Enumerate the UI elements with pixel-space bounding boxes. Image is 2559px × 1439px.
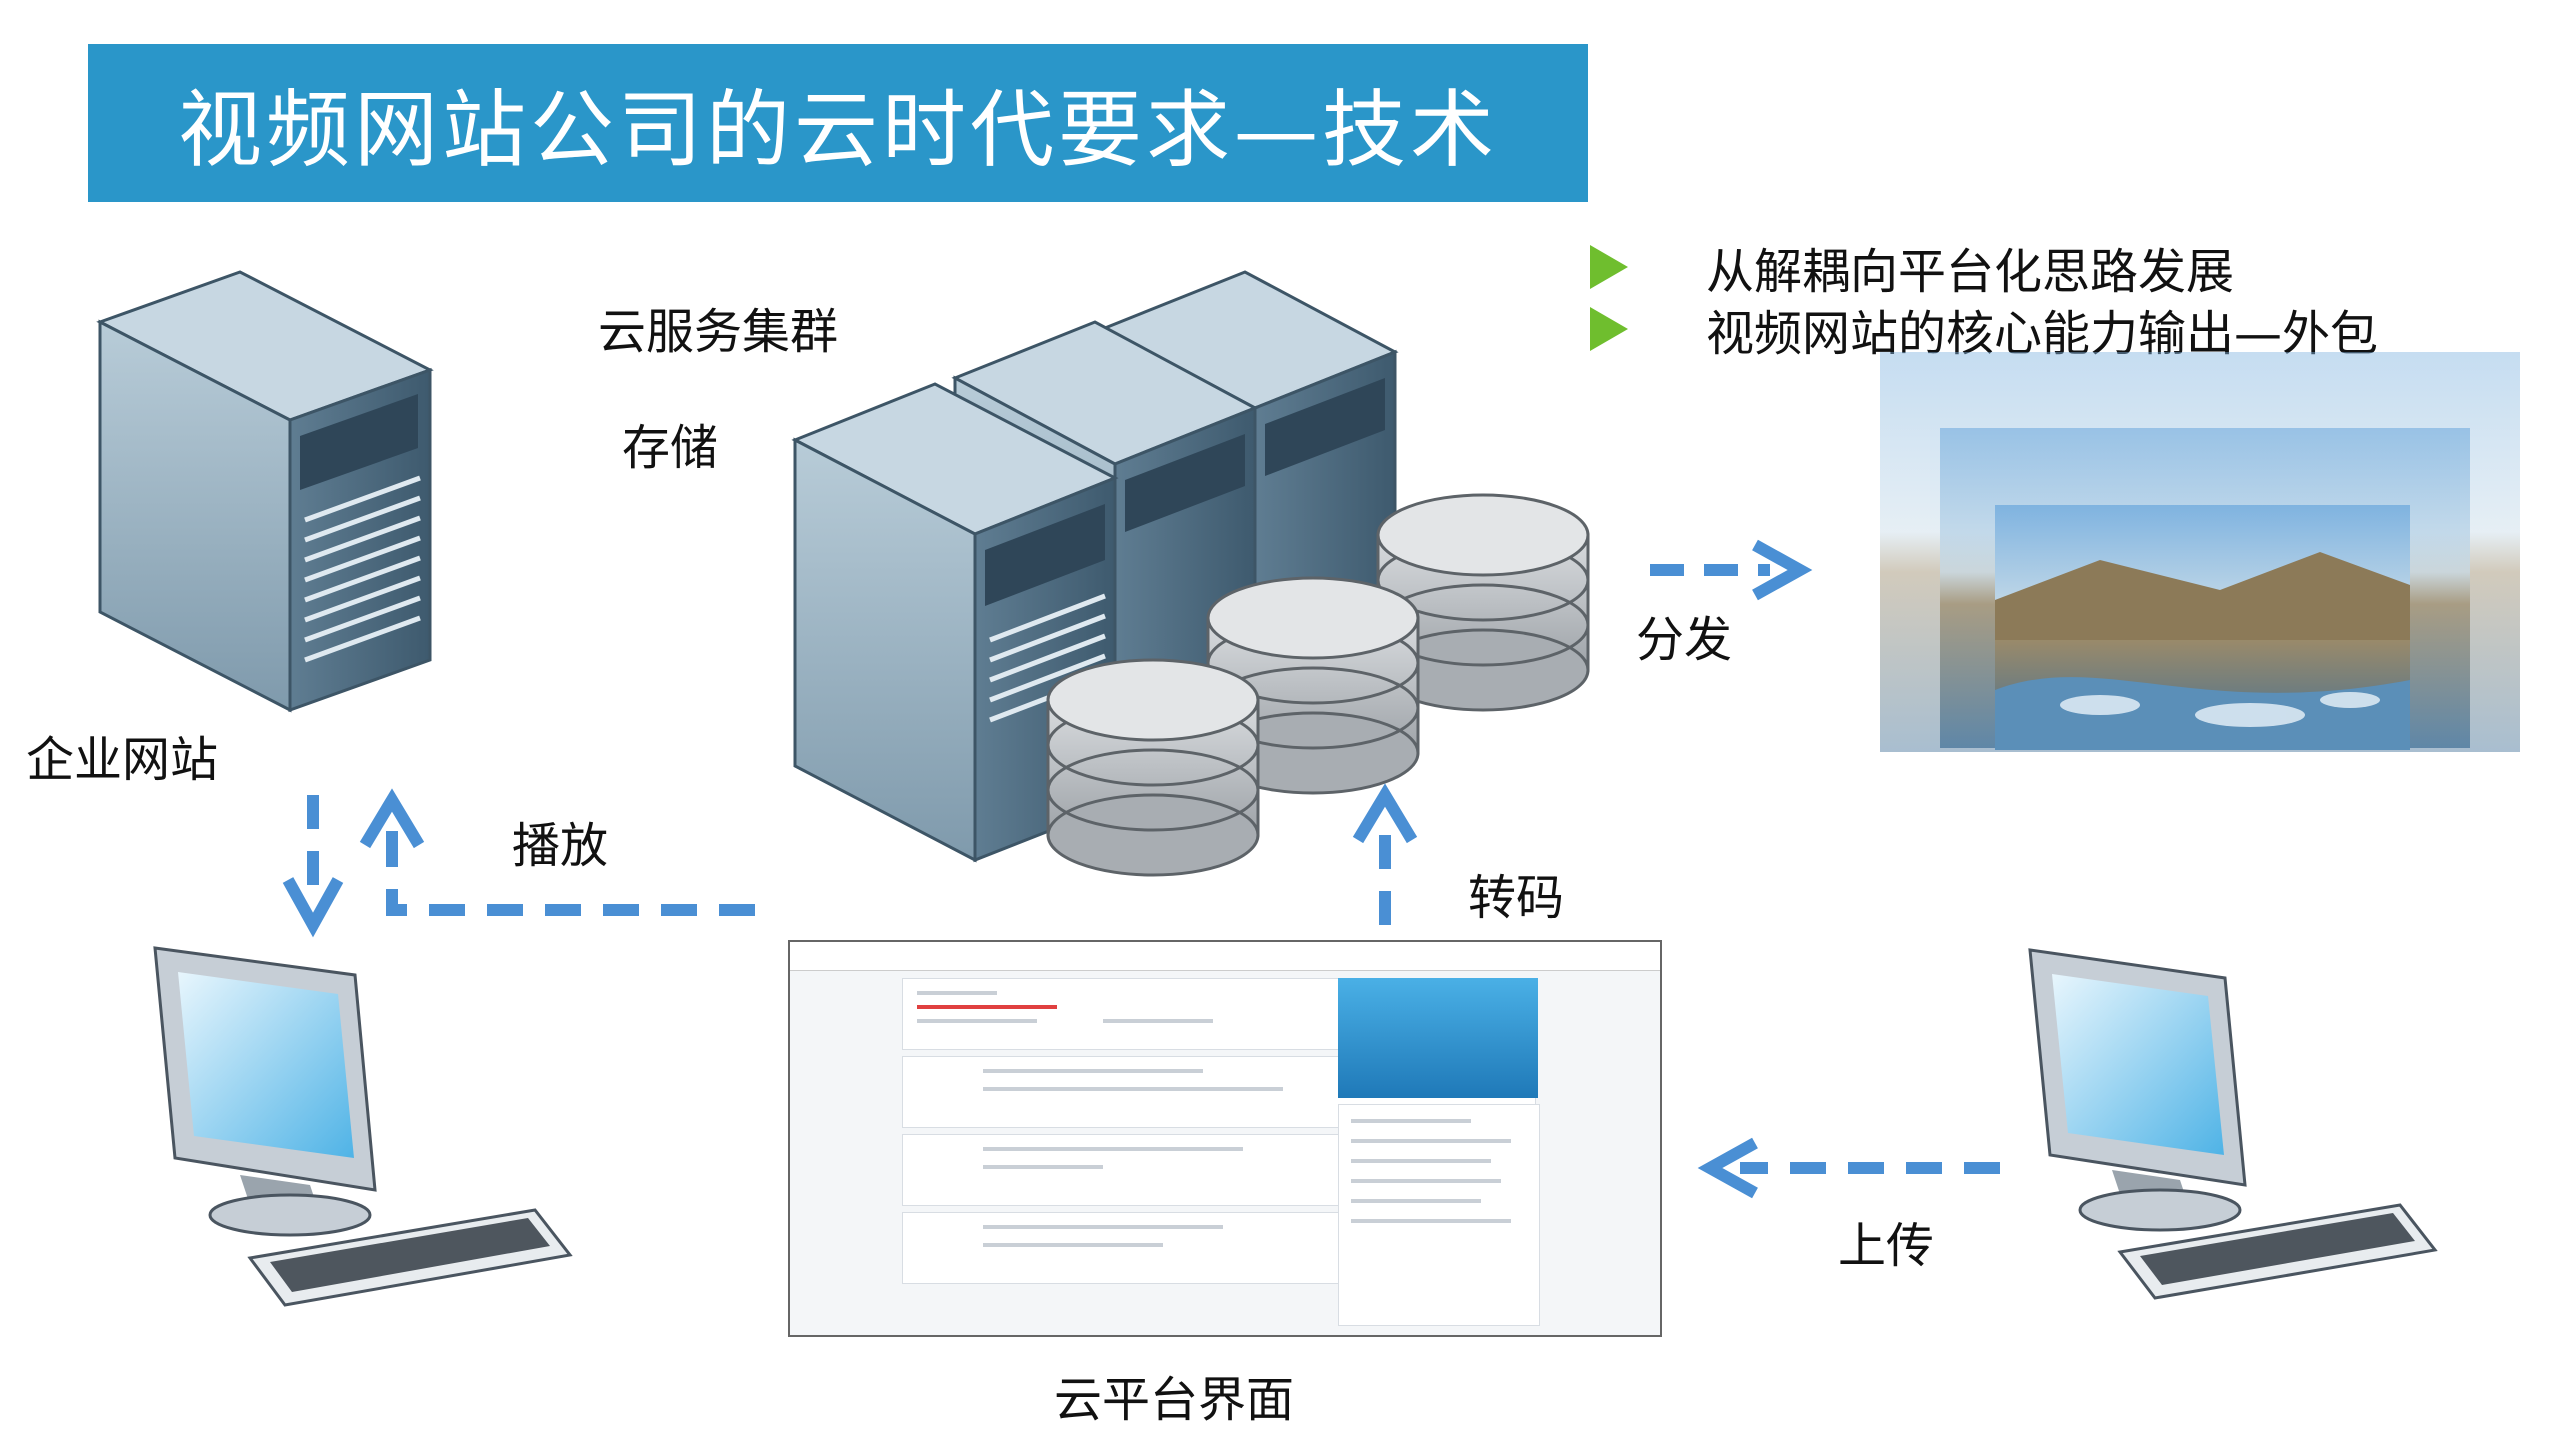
play-arrow: [359, 788, 755, 916]
bullet-item-1: 从解耦向平台化思路发展: [1590, 232, 2234, 302]
platform-ui-screenshot: [788, 940, 1662, 1337]
down-arrow-head: [282, 877, 344, 938]
play-label: 播放: [512, 818, 609, 874]
distribute-label: 分发: [1636, 612, 1733, 668]
bullet-text: 从解耦向平台化思路发展: [1706, 244, 2235, 300]
storage-label: 存储: [622, 420, 719, 476]
title-bar: 视频网站公司的云时代要求—技术: [88, 44, 1588, 202]
desktop-computer-icon: [153, 946, 573, 1307]
platform-ui-sidebar: [1338, 1104, 1540, 1326]
platform-ui-promo-banner: [1338, 978, 1538, 1098]
upload-label: 上传: [1838, 1218, 1935, 1274]
bullet-triangle-icon: [1590, 245, 1628, 289]
cluster-label: 云服务集群: [598, 304, 839, 360]
database-disk-icon: [1376, 493, 1590, 712]
page-title: 视频网站公司的云时代要求—技术: [177, 80, 1498, 179]
upload-arrow: [1697, 1137, 2000, 1199]
transcode-label: 转码: [1468, 870, 1565, 926]
enterprise-site-label: 企业网站: [26, 732, 219, 788]
transcode-arrow: [1352, 783, 1418, 925]
server-tower-icon: [96, 270, 434, 713]
platform-ui-header: [790, 942, 1660, 971]
database-disk-icon: [1046, 658, 1260, 877]
landscape-photo-icon: [1880, 352, 2520, 752]
desktop-computer-icon: [2028, 948, 2438, 1300]
bullet-triangle-icon: [1590, 307, 1628, 351]
platform-ui-label: 云平台界面: [1054, 1372, 1295, 1428]
distribute-arrow: [1650, 539, 1813, 601]
